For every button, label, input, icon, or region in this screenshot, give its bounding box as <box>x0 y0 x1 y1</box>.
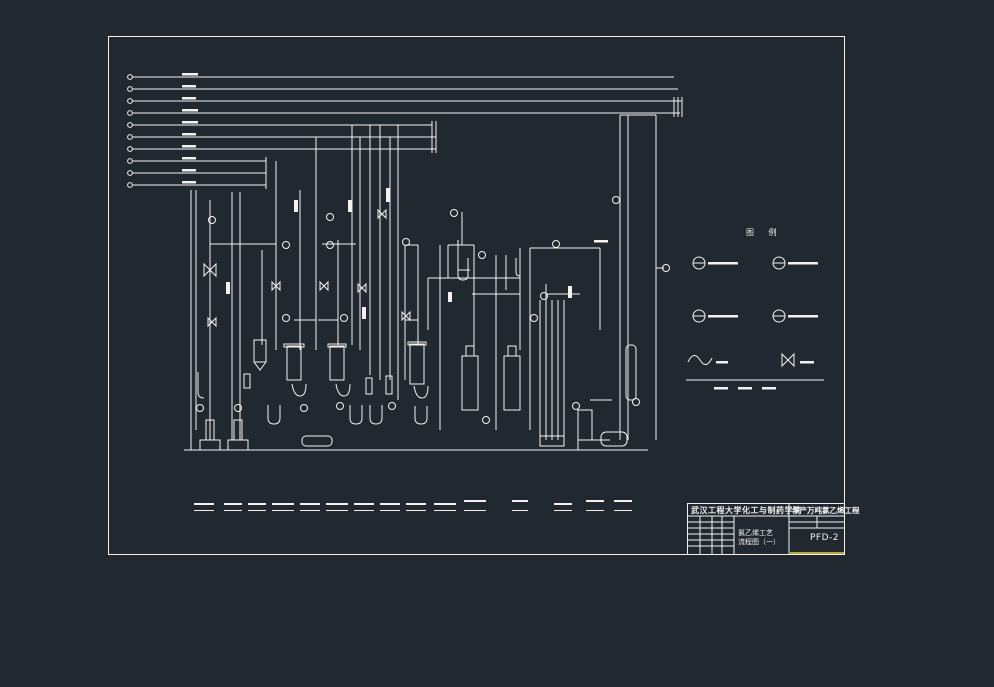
drawing-border <box>108 36 845 555</box>
title-block-drawing-name-1: 氯乙烯工艺 <box>738 529 773 537</box>
equipment <box>197 258 637 451</box>
title-block-drawing-code: PFD-2 <box>810 533 840 543</box>
utility-headers <box>127 74 683 189</box>
process-lines-right <box>427 114 664 450</box>
title-block-project: 年产万吨氯乙烯工程 <box>792 506 860 515</box>
legend <box>686 256 824 381</box>
title-block-school: 武汉工程大学化工与制药学院 <box>691 506 802 515</box>
legend-labels <box>226 188 818 390</box>
valves <box>203 208 411 328</box>
equipment-tags <box>194 500 632 511</box>
header-labels <box>182 73 198 184</box>
process-lines-left <box>190 125 419 450</box>
title-block-drawing-name-2: 流程图（一） <box>738 538 780 546</box>
title-block <box>687 503 845 555</box>
legend-title: 图 例 <box>746 228 783 237</box>
instruments <box>196 196 670 424</box>
